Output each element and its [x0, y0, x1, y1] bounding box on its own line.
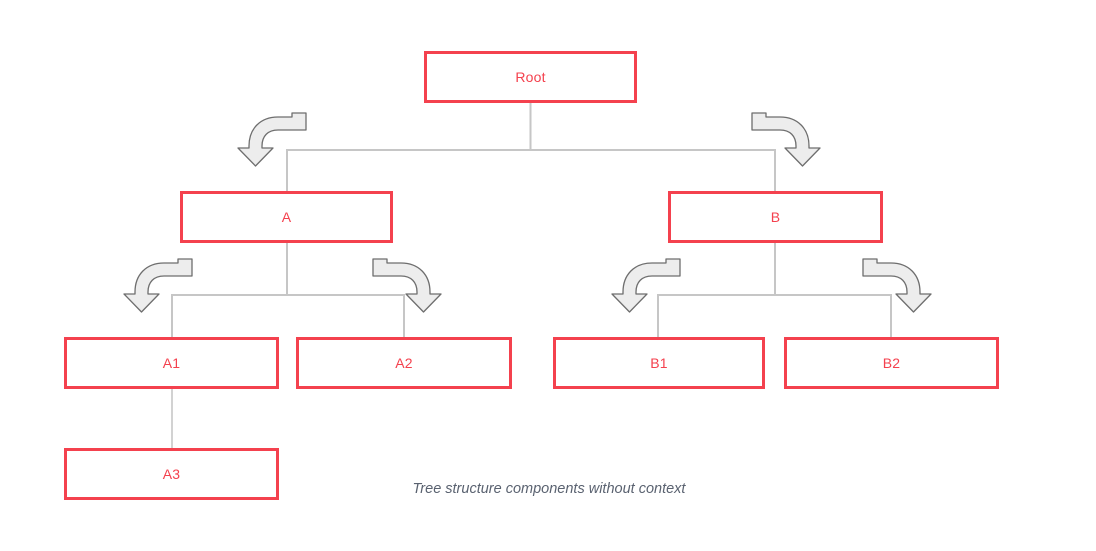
tree-node-label: Root	[515, 69, 546, 85]
tree-node-label: B2	[882, 355, 901, 371]
tree-node-label: A1	[162, 355, 181, 371]
tree-node-label: A3	[162, 466, 181, 482]
arrow-down-right-icon	[862, 258, 932, 313]
tree-node-label: A	[281, 209, 292, 225]
tree-node-a[interactable]: A	[180, 191, 393, 243]
arrow-down-right-icon	[372, 258, 442, 313]
connector-b-to-b1-b2	[657, 242, 892, 338]
tree-node-b2[interactable]: B2	[784, 337, 999, 389]
connector-a-to-a1-a2	[171, 242, 405, 338]
tree-node-b[interactable]: B	[668, 191, 883, 243]
tree-node-label: B1	[650, 355, 668, 371]
tree-node-a1[interactable]: A1	[64, 337, 279, 389]
tree-node-b1[interactable]: B1	[553, 337, 765, 389]
tree-node-root[interactable]: Root	[424, 51, 637, 103]
tree-node-a3[interactable]: A3	[64, 448, 279, 500]
connector-root-to-a-b	[286, 102, 776, 192]
arrow-down-left-icon	[611, 258, 681, 313]
diagram-caption: Tree structure components without contex…	[412, 481, 686, 497]
tree-node-label: A2	[395, 355, 413, 371]
arrow-down-left-icon	[123, 258, 193, 313]
tree-node-label: B	[770, 209, 781, 225]
tree-node-a2[interactable]: A2	[296, 337, 512, 389]
arrow-down-right-icon	[751, 112, 821, 167]
arrow-down-left-icon	[237, 112, 307, 167]
